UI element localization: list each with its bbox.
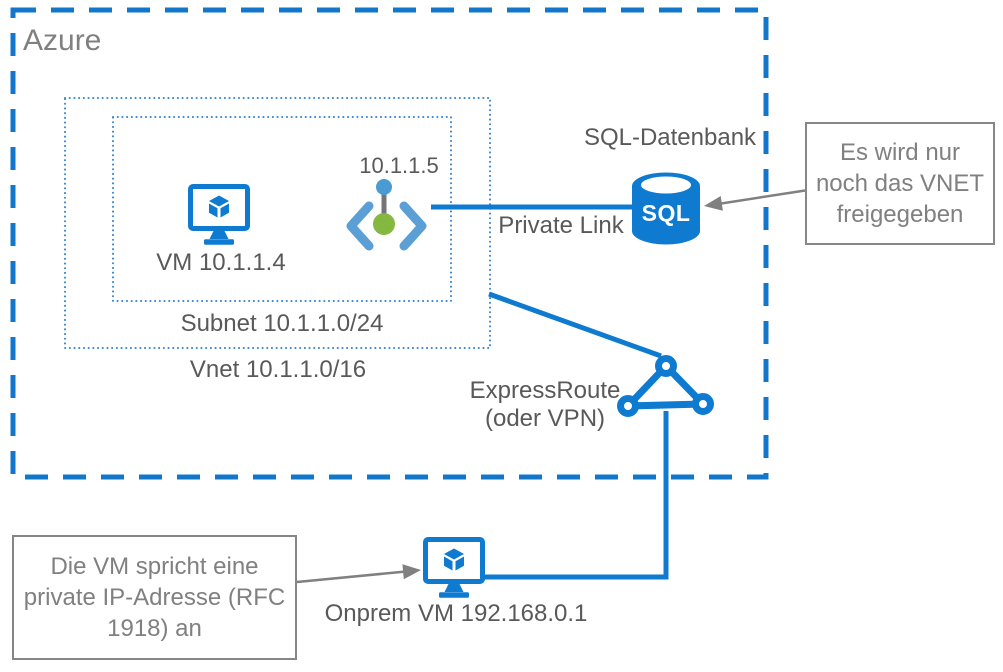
rfc-note-line1: Die VM spricht eine <box>50 553 259 580</box>
vnet-boundary-box <box>64 97 491 349</box>
sql-database-title: SQL-Datenbank <box>583 124 757 151</box>
vnet-note-line1: Es wird nur <box>839 139 961 166</box>
vnet-note-line2: noch das VNET <box>815 170 985 197</box>
expressroute-label-line1: ExpressRoute <box>469 377 621 404</box>
onprem-vm-label: Onprem VM 192.168.0.1 <box>324 600 588 627</box>
azure-vm-icon <box>191 187 248 245</box>
azure-label: Azure <box>23 24 102 57</box>
azure-boundary-box <box>10 7 769 480</box>
private-endpoint-ip-label: 10.1.1.5 <box>359 153 439 178</box>
vnet-note-line3: freigegeben <box>836 201 964 228</box>
vnet-note-arrow <box>704 189 806 211</box>
rfc-note-line2: private IP-Adresse (RFC <box>23 584 286 611</box>
vnet-note-callout: Es wird nur noch das VNET freigegeben <box>805 122 995 245</box>
onprem-vm-icon <box>426 540 483 598</box>
vnet-to-expressroute-connector <box>488 291 662 359</box>
vm-label: VM 10.1.1.4 <box>156 249 286 276</box>
sql-database-icon <box>632 172 700 245</box>
rfc-note-callout: Die VM spricht eine private IP-Adresse (… <box>12 535 297 660</box>
subnet-boundary-box <box>112 116 452 302</box>
subnet-label: Subnet 10.1.1.0/24 <box>180 310 384 337</box>
private-link-label: Private Link <box>498 212 624 239</box>
expressroute-to-onprem-connector <box>484 411 669 580</box>
expressroute-icon <box>617 355 714 417</box>
rfc-note-arrow <box>296 564 421 584</box>
rfc-note-line3: 1918) an <box>107 615 202 642</box>
sql-icon-text: SQL <box>641 200 691 226</box>
vnet-label: Vnet 10.1.1.0/16 <box>189 356 367 383</box>
expressroute-label-line2: (oder VPN) <box>484 405 606 432</box>
private-endpoint-icon <box>346 179 427 251</box>
